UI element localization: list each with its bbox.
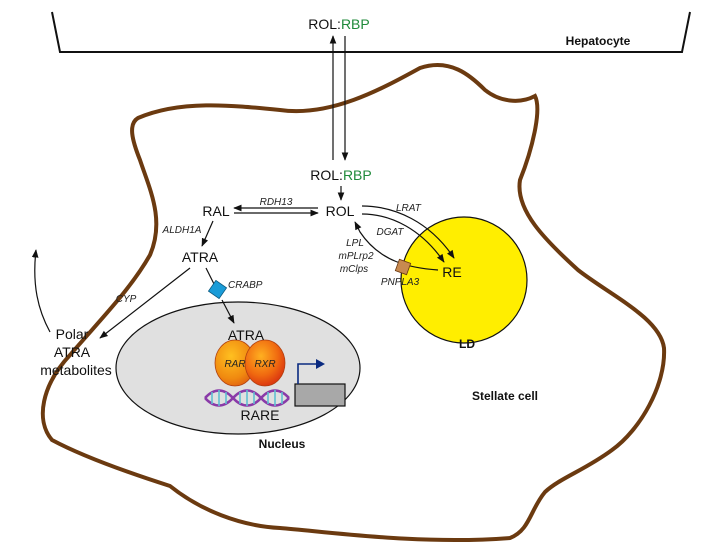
arrow-crabp-to-nucleus [221, 299, 235, 324]
arrow-rol-to-re-dgat [361, 213, 445, 263]
pnpla3-label: PNPLA3 [381, 277, 420, 288]
polar-label: Polar [56, 326, 89, 342]
arrow-ral-to-atra [201, 220, 214, 247]
lrat-label: LRAT [396, 203, 422, 214]
cyp-label: CYP [116, 294, 137, 305]
aldh1a-label: ALDH1A [162, 225, 202, 236]
arrow-metabolite-efflux [31, 249, 51, 333]
mplrp2-label: mPLrp2 [338, 251, 373, 262]
promoter-arrow [297, 363, 316, 384]
rxr-receptor [244, 339, 286, 387]
lpl-label: LPL [346, 238, 364, 249]
arrow-re-to-rol [354, 221, 439, 271]
hepatocyte-label: Hepatocyte [566, 34, 631, 48]
promoter-arrowhead [316, 359, 325, 369]
rxr-label: RXR [254, 359, 275, 370]
re-label: RE [442, 264, 461, 280]
stellate-cell-label: Stellate cell [472, 389, 538, 403]
mclps-label: mClps [340, 264, 368, 275]
rdh13-label: RDH13 [260, 197, 293, 208]
rol-label: ROL [326, 203, 355, 219]
rare-label: RARE [241, 407, 280, 423]
nucleus-atra-label: ATRA [228, 327, 265, 343]
hepatocyte-rol-rbp: ROL:RBP [308, 16, 369, 32]
metabolites-label: metabolites [40, 362, 112, 378]
stellate-rol-rbp: ROL:RBP [310, 167, 371, 183]
nucleus-label: Nucleus [259, 437, 306, 451]
polar-atra-label: ATRA [54, 344, 91, 360]
pnpla3-square [394, 258, 412, 276]
dgat-label: DGAT [376, 227, 404, 238]
lipid-droplet [400, 216, 528, 344]
arrow-rol-to-re-lrat [361, 205, 455, 259]
crabp-diamond [207, 279, 228, 300]
rar-label: RAR [224, 359, 245, 370]
hepatocyte-membrane [51, 11, 691, 53]
crabp-label: CRABP [228, 280, 263, 291]
ld-label: LD [459, 337, 475, 351]
stellate-cell-membrane [40, 63, 667, 543]
target-gene-box [294, 383, 346, 407]
ral-label: RAL [202, 203, 229, 219]
arrow-atra-to-polar [99, 267, 191, 339]
dna-helix [204, 389, 290, 407]
atra-label: ATRA [182, 249, 219, 265]
